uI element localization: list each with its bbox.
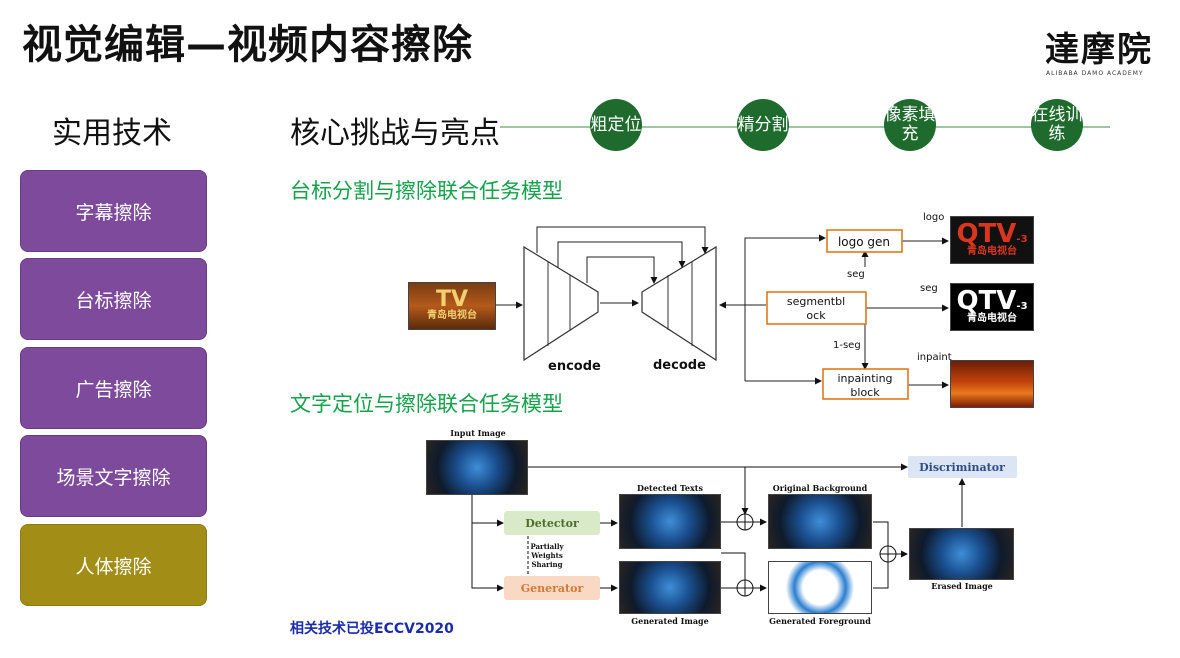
encoder-shape (523, 245, 599, 362)
page-title: 视觉编辑—视频内容擦除 (22, 22, 473, 68)
challenge-coarse-localization: 粗定位 (590, 99, 642, 151)
eccv-reference: 相关技术已投ECCV2020 (290, 621, 454, 637)
qtv-red-suffix: -3 (1016, 234, 1028, 245)
input-image-label: Input Image (450, 428, 506, 438)
tv-logo-text: TV (435, 287, 469, 312)
challenge-online-training: 在线训练 (1031, 99, 1083, 151)
generated-foreground-image (768, 561, 872, 614)
detected-texts-image (619, 494, 721, 549)
segment-block-label-1: segmentbl (787, 295, 845, 308)
sidebar-item-logo-erase[interactable]: 台标擦除 (20, 258, 207, 340)
generated-image (619, 561, 721, 614)
logo-output-image: QTV-3 青岛电视台 (950, 216, 1034, 264)
logo-model-diagram: encode decode logo gen segmentbl ock inp… (496, 212, 952, 400)
generated-foreground-label: Generated Foreground (769, 616, 871, 626)
add-operator-3 (879, 545, 897, 563)
qtv-red-text: QTV (956, 219, 1017, 249)
model1-title: 台标分割与擦除联合任务模型 (290, 179, 563, 203)
generator-label: Generator (521, 582, 584, 595)
inpaint-output-label: inpaint (917, 352, 952, 363)
challenge-pixel-filling: 像素填充 (884, 99, 936, 151)
inpainting-block (822, 368, 909, 400)
sharing-label-1: Partially (530, 542, 564, 551)
one-minus-seg-label: 1-seg (833, 340, 861, 351)
sidebar-item-human-erase[interactable]: 人体擦除 (20, 524, 207, 606)
sharing-label-3: Sharing (531, 560, 562, 569)
segment-block (766, 291, 867, 325)
core-heading: 核心挑战与亮点 (290, 116, 500, 151)
erased-image (909, 528, 1014, 580)
logo-gen-label: logo gen (838, 235, 890, 249)
detected-texts-label: Detected Texts (637, 483, 703, 493)
inpainting-label-2: block (850, 386, 880, 399)
qtv-red-channel: 青岛电视台 (967, 246, 1017, 257)
tv-channel-text: 青岛电视台 (427, 310, 477, 321)
qtv-white-suffix: -3 (1016, 301, 1028, 312)
sidebar-item-ad-erase[interactable]: 广告擦除 (20, 347, 207, 429)
sharing-label-2: Weights (530, 551, 563, 560)
generator-block (504, 576, 600, 600)
input-cafe-image (426, 440, 528, 495)
sidebar-item-scene-text-erase[interactable]: 场景文字擦除 (20, 435, 207, 517)
seg-label-1: seg (847, 269, 865, 280)
damo-logo: 達摩院 (1045, 30, 1153, 70)
discriminator-label: Discriminator (919, 461, 1005, 474)
inpaint-output-image (950, 360, 1034, 408)
qtv-white-text: QTV (956, 286, 1017, 316)
encode-label: encode (548, 359, 601, 374)
seg-output-image: QTV-3 青岛电视台 (950, 283, 1034, 331)
seg-output-label: seg (920, 283, 938, 294)
challenge-connector (500, 126, 1110, 128)
qtv-white-channel: 青岛电视台 (967, 313, 1017, 324)
generated-image-label: Generated Image (631, 616, 708, 626)
sidebar-heading: 实用技术 (52, 116, 172, 151)
text-model-diagram: Detector Generator Discriminator Partial… (450, 428, 1017, 626)
decoder-shape (641, 245, 717, 362)
inpainting-label-1: inpainting (837, 372, 892, 385)
segment-block-label-2: ock (806, 309, 826, 322)
original-background-label: Original Background (773, 483, 868, 493)
detector-block (504, 511, 600, 535)
sidebar-item-subtitle-erase[interactable]: 字幕擦除 (20, 170, 207, 252)
input-tv-image: TV 青岛电视台 (408, 282, 496, 330)
decode-label: decode (653, 358, 706, 373)
challenge-fine-segmentation: 精分割 (737, 99, 789, 151)
add-operator-2 (736, 579, 754, 597)
model2-title: 文字定位与擦除联合任务模型 (290, 392, 563, 416)
discriminator-block (908, 456, 1017, 478)
logo-output-label: logo (923, 212, 944, 223)
damo-logo-subtitle: ALIBABA DAMO ACADEMY (1046, 70, 1144, 77)
add-operator-1 (736, 513, 754, 531)
logo-gen-block (826, 229, 903, 253)
original-background-image (768, 494, 872, 549)
erased-image-label: Erased Image (931, 581, 993, 591)
detector-label: Detector (525, 517, 579, 530)
